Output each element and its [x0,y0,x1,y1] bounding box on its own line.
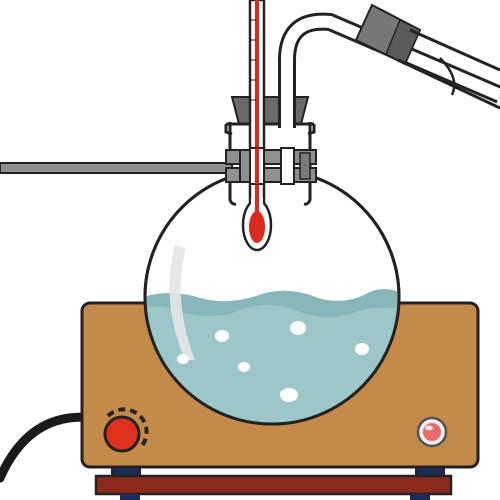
rubber-stopper [230,96,310,125]
bubble-icon [280,388,298,402]
indicator-light-icon [416,416,448,448]
knob-icon[interactable] [103,407,149,453]
liquid [145,289,399,424]
round-bottom-flask [143,168,401,426]
bubble-icon [290,321,306,335]
flask-lip [224,122,316,136]
bubble-icon [238,362,250,372]
delivery-tube [278,3,500,128]
hotplate-base [94,464,453,500]
bubble-icon [215,330,229,342]
bubble-icon [355,343,369,355]
bubble-icon [177,354,189,364]
bubbles [177,321,369,402]
